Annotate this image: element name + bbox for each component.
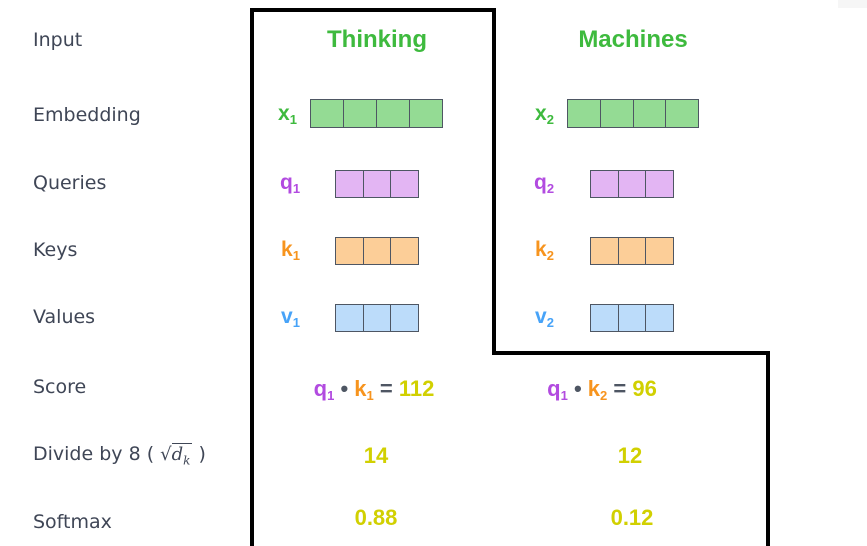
x2-letter: x [535,102,547,125]
v1-subscript: 1 [292,315,300,330]
v2-label: v2 [535,305,554,330]
q1-label: q1 [280,171,300,196]
dot-product-icon: • [340,376,349,401]
q2-label: q2 [534,171,554,196]
row-label-embedding: Embedding [33,104,141,126]
softmax-value-right: 0.12 [610,505,654,530]
vector-cell [362,171,391,197]
vector-cell [645,238,674,264]
row-label-divide: Divide by 8 ( √dk ) [33,443,206,468]
v1-vector [335,304,419,332]
score-right-k: k2 [587,376,608,403]
score-right-value: 96 [632,376,657,401]
k1-letter: k [281,238,293,261]
row-label-softmax: Softmax [33,511,112,533]
frame-right-lower-edge [766,351,770,546]
k1-label: k1 [281,238,300,263]
v2-letter: v [535,305,547,328]
frame-right-upper-edge [492,8,496,355]
softmax-value-left: 0.88 [354,505,398,530]
vector-cell [645,305,674,331]
score-left-equals: = [379,376,393,401]
vector-cell [632,100,666,127]
vector-cell [336,305,363,331]
v1-letter: v [281,305,293,328]
vector-cell [362,238,391,264]
vector-cell [617,305,646,331]
x2-vector [567,99,699,128]
vector-cell [362,305,391,331]
frame-top-edge [250,8,496,12]
sqrt-radicand: dk [171,443,193,468]
vector-cell [617,171,646,197]
row-label-score: Score [33,376,87,398]
vector-cell [336,171,363,197]
sqrt-expression: √dk [160,443,193,468]
x1-letter: x [278,102,290,125]
vector-cell [599,100,633,127]
x2-subscript: 2 [546,112,554,127]
vector-cell [617,238,646,264]
vector-cell [591,238,618,264]
vector-cell [336,238,363,264]
q2-subscript: 2 [546,181,555,196]
v2-vector [590,304,674,332]
vector-cell [591,305,618,331]
k1-vector [335,237,419,265]
score-equation-right: q1 • k2 = 96 [472,376,732,403]
v2-subscript: 2 [546,315,554,330]
score-equation-left: q1 • k1 = 112 [244,376,504,403]
x2-label: x2 [535,102,554,127]
divide-value-left: 14 [363,443,389,468]
k2-subscript: 2 [546,248,554,263]
q2-vector [590,170,674,198]
divide-value-right: 12 [617,443,643,468]
row-label-queries: Queries [33,172,107,194]
score-left-q: q1 [313,376,335,403]
q1-letter: q [280,171,293,194]
vector-cell [311,100,343,127]
divide-label-suffix: ) [192,443,206,465]
vector-cell [645,171,674,197]
k2-label: k2 [535,238,554,263]
frame-step-edge [492,351,770,355]
radicand-letter: d [171,444,184,465]
radicand-subscript: k [183,453,191,468]
v1-label: v1 [281,305,300,330]
row-label-keys: Keys [33,239,78,261]
score-left-k: k1 [354,376,374,403]
x1-label: x1 [278,102,297,127]
vector-cell [409,100,442,127]
q1-vector [335,170,419,198]
vector-cell [665,100,698,127]
x1-vector [310,99,443,128]
k2-letter: k [535,238,547,261]
score-right-q: q1 [547,376,568,403]
column-header-machines: Machines [578,26,688,53]
frame-left-edge [250,8,254,546]
sqrt-icon: √ [160,444,172,465]
dot-product-icon: • [573,376,582,401]
vector-cell [390,305,419,331]
k2-vector [590,237,674,265]
score-right-equals: = [613,376,627,401]
vector-cell [390,171,419,197]
row-label-input: Input [33,29,83,51]
q2-letter: q [534,171,547,194]
vector-cell [343,100,376,127]
x1-subscript: 1 [289,112,297,127]
q1-subscript: 1 [292,181,301,196]
screenshot-artifact [838,0,867,8]
vector-cell [591,171,618,197]
k1-subscript: 1 [292,248,300,263]
divide-label-prefix: Divide by 8 ( [33,443,161,465]
vector-cell [568,100,600,127]
vector-cell [390,238,419,264]
row-label-values: Values [33,306,96,328]
column-header-thinking: Thinking [327,26,427,53]
vector-cell [376,100,409,127]
score-left-value: 112 [398,376,435,401]
